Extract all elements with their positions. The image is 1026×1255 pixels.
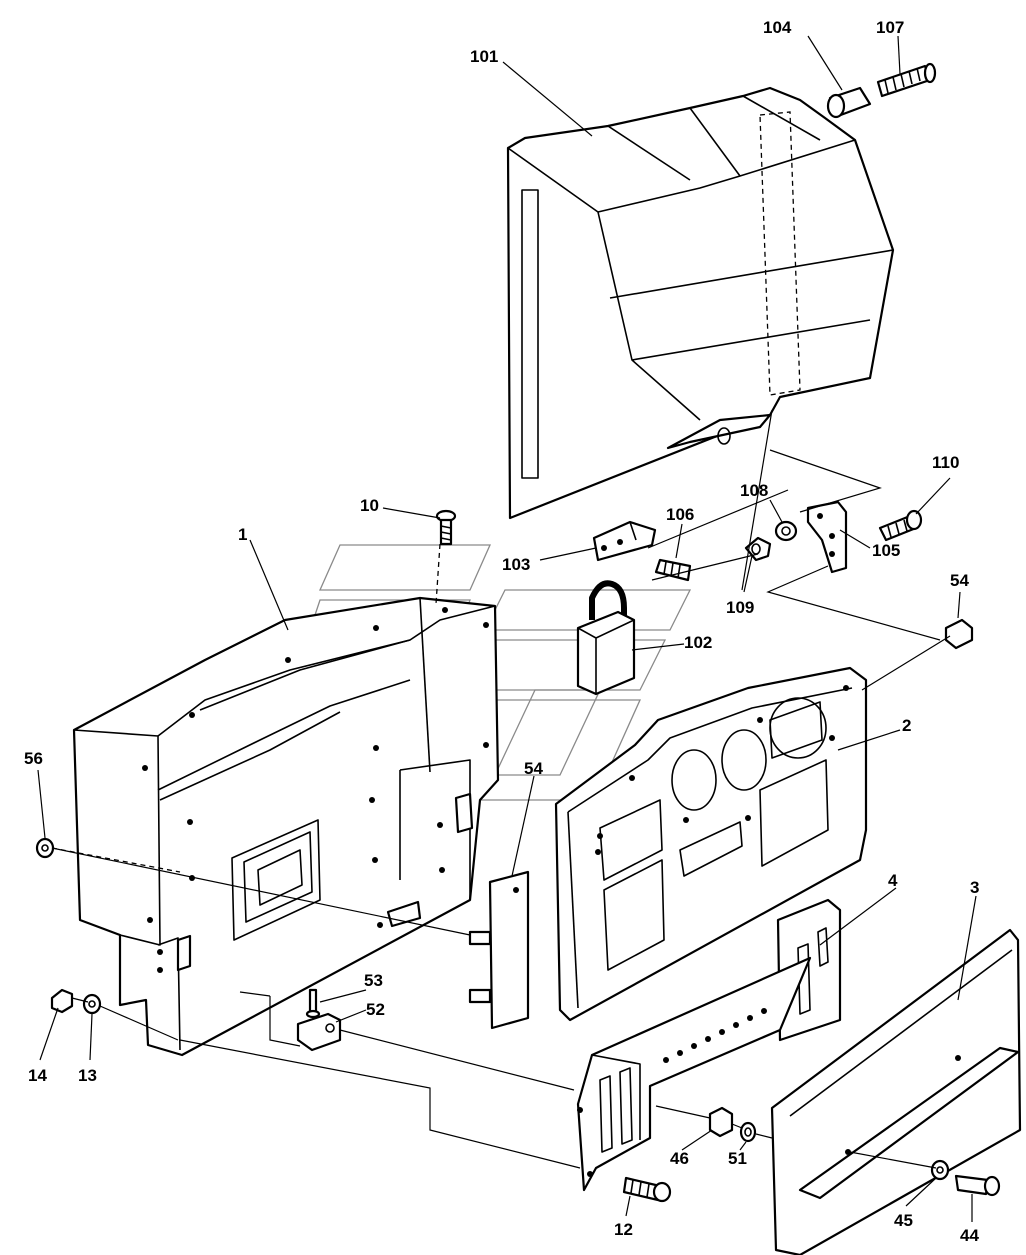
washer-part-13 <box>82 993 102 1015</box>
callout-51: 51 <box>728 1149 747 1168</box>
cover-plate-part-3 <box>770 928 1022 1255</box>
callout-110: 110 <box>932 453 959 472</box>
spacer-part-104 <box>826 86 872 119</box>
pin-part-53 <box>305 988 321 1019</box>
callout-54-left: 54 <box>524 759 543 778</box>
spacer-strip-part-54-left <box>488 870 530 1030</box>
screw-part-44 <box>954 1174 1001 1197</box>
callout-54-right: 54 <box>950 571 969 590</box>
callout-2: 2 <box>902 716 911 735</box>
callout-46: 46 <box>670 1149 689 1168</box>
callout-56: 56 <box>24 749 43 768</box>
callout-10: 10 <box>360 496 379 515</box>
callout-108: 108 <box>740 481 768 500</box>
callout-105: 105 <box>872 541 900 560</box>
spacer-part-54-right <box>944 618 974 650</box>
callout-103: 103 <box>502 555 530 574</box>
bracket-part-105 <box>806 500 848 574</box>
callout-44: 44 <box>960 1226 979 1245</box>
callout-14: 14 <box>28 1066 47 1085</box>
callout-45: 45 <box>894 1211 913 1230</box>
callout-53: 53 <box>364 971 383 990</box>
screw-part-10 <box>435 509 457 546</box>
washer-part-51 <box>739 1121 757 1143</box>
callout-1: 1 <box>238 525 247 544</box>
callout-101: 101 <box>470 47 498 66</box>
lower-rail <box>576 956 812 1192</box>
clip-part-52 <box>296 1012 342 1052</box>
spacer-part-46 <box>708 1106 734 1138</box>
callout-labels: 101 104 107 110 108 106 103 105 109 102 … <box>24 18 979 1245</box>
callout-52: 52 <box>366 1000 385 1019</box>
padlock-part-102 <box>576 580 636 696</box>
screw-part-110 <box>878 509 923 542</box>
nut-part-14 <box>50 988 74 1014</box>
studs-housing <box>468 930 492 1004</box>
main-housing-part-1 <box>72 596 500 1057</box>
instrument-panel-part-2 <box>554 666 868 1022</box>
callout-4: 4 <box>888 871 898 890</box>
callout-104: 104 <box>763 18 792 37</box>
washer-part-56 <box>35 837 55 859</box>
top-cover-part-101 <box>506 86 895 520</box>
latch-part-103 <box>592 520 657 562</box>
callout-102: 102 <box>684 633 712 652</box>
bolt-part-106 <box>654 558 692 582</box>
bolt-part-107 <box>876 62 937 98</box>
washer-part-108 <box>774 520 798 542</box>
callout-3: 3 <box>970 878 979 897</box>
washer-part-45 <box>930 1159 950 1181</box>
callout-109: 109 <box>726 598 754 617</box>
leader-lines <box>37 35 977 1222</box>
callout-106: 106 <box>666 505 694 524</box>
callout-13: 13 <box>78 1066 97 1085</box>
callout-107: 107 <box>876 18 904 37</box>
callout-12: 12 <box>614 1220 633 1239</box>
screw-part-12 <box>622 1176 672 1203</box>
